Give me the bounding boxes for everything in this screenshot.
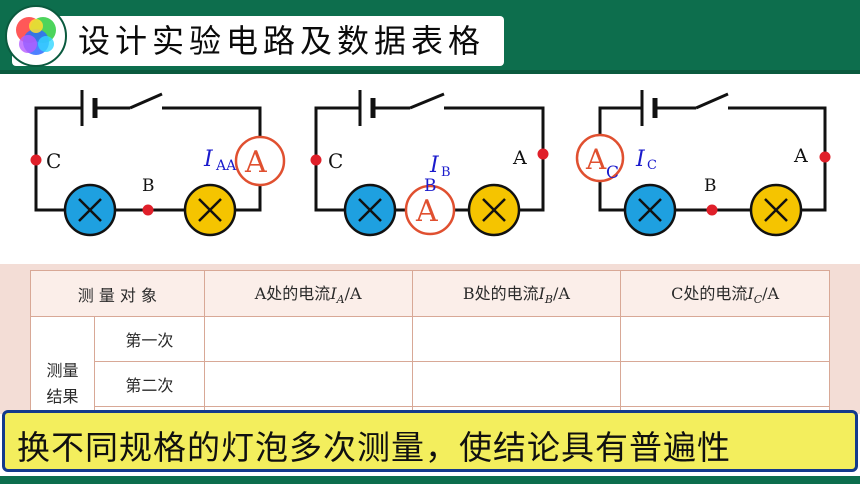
cell-c	[620, 361, 830, 407]
lamp-blue	[623, 183, 677, 237]
node-dot	[30, 154, 42, 166]
table-row: 测量 结果 第一次	[30, 316, 830, 452]
label-b: B	[424, 176, 437, 196]
header-col-b: B处的电流IB/A	[411, 270, 622, 317]
node-dot	[819, 151, 831, 163]
table-panel: 测 量 对 象 A处的电流IA/A B处的电流IB/A C处的电流IC/A 测量…	[0, 264, 860, 452]
switch-blade	[129, 92, 163, 110]
page-title: 设计实验电路及数据表格	[78, 22, 486, 60]
cell-a	[203, 316, 413, 362]
col-unit: /A	[553, 284, 570, 304]
lamp-blue	[343, 183, 397, 237]
row-label: 第二次	[93, 361, 205, 407]
circuit-1: C B I AA A	[30, 90, 286, 237]
label-current: I	[429, 153, 440, 178]
col-var: I	[538, 284, 545, 304]
node-dot	[310, 154, 322, 166]
circuits-svg: C B I AA A C	[30, 90, 831, 237]
label-a: A	[793, 145, 808, 167]
header-stripe	[0, 70, 860, 74]
circuit-3: A C I C A B	[575, 90, 831, 237]
ammeter	[575, 133, 625, 183]
label-current-sub: AA	[215, 158, 237, 174]
label-b: B	[704, 176, 717, 196]
table-row: 第二次	[31, 361, 830, 407]
label-b: B	[142, 176, 155, 196]
header-object: 测 量 对 象	[30, 270, 205, 317]
col-sub: A	[336, 293, 345, 307]
col-prefix: C处的电流	[671, 284, 748, 304]
label-current: I	[635, 147, 646, 172]
circuit-diagrams: C B I AA A C	[0, 74, 860, 240]
col-sub: C	[753, 293, 763, 307]
header-bar: 设计实验电路及数据表格	[0, 0, 860, 74]
label-c: C	[328, 149, 343, 173]
row-label: 第一次	[93, 316, 205, 362]
node-dot	[142, 204, 154, 216]
ammeter-label: A	[585, 143, 607, 176]
cell-b	[411, 361, 622, 407]
label-current-sub: C	[647, 158, 657, 173]
circuit-2: C A I B B A	[310, 90, 549, 237]
ammeter	[234, 135, 286, 187]
col-unit: /A	[762, 284, 780, 304]
conclusion-banner: 换不同规格的灯泡多次测量，使结论具有普遍性	[2, 410, 858, 472]
cell-a	[203, 361, 413, 407]
title-box	[12, 16, 504, 66]
group-label-text: 测量 结果	[46, 361, 79, 406]
switch-blade	[409, 92, 445, 110]
lamp-yellow	[467, 183, 521, 237]
col-prefix: A处的电流	[254, 284, 331, 304]
lamp-yellow	[183, 183, 237, 237]
col-var: I	[330, 284, 337, 304]
label-a: A	[512, 147, 527, 169]
label-c: C	[46, 149, 61, 173]
header-col-a: A处的电流IA/A	[203, 270, 413, 317]
node-dot	[706, 204, 718, 216]
label-c: C	[606, 163, 619, 183]
lamp-blue	[63, 183, 117, 237]
col-prefix: B处的电流	[462, 284, 539, 304]
label-current: I	[203, 147, 214, 172]
col-sub: B	[544, 293, 553, 307]
color-wheel-icon	[5, 5, 67, 67]
col-unit: /A	[344, 284, 362, 304]
ammeter-label: A	[244, 145, 267, 180]
bottom-bar	[0, 476, 860, 484]
ammeter	[404, 184, 456, 236]
banner-text: 换不同规格的灯泡多次测量，使结论具有普遍性	[17, 428, 731, 467]
ammeter-label: A	[415, 194, 438, 229]
lamp-yellow	[749, 183, 803, 237]
node-dot	[537, 148, 549, 160]
cell-c	[620, 316, 830, 362]
header-col-c: C处的电流IC/A	[620, 270, 830, 317]
label-current-sub: B	[441, 165, 451, 180]
cell-b	[411, 316, 622, 362]
col-var: I	[747, 284, 754, 304]
table-header-row: 测 量 对 象 A处的电流IA/A B处的电流IB/A C处的电流IC/A	[30, 270, 830, 317]
switch-blade	[695, 92, 729, 110]
